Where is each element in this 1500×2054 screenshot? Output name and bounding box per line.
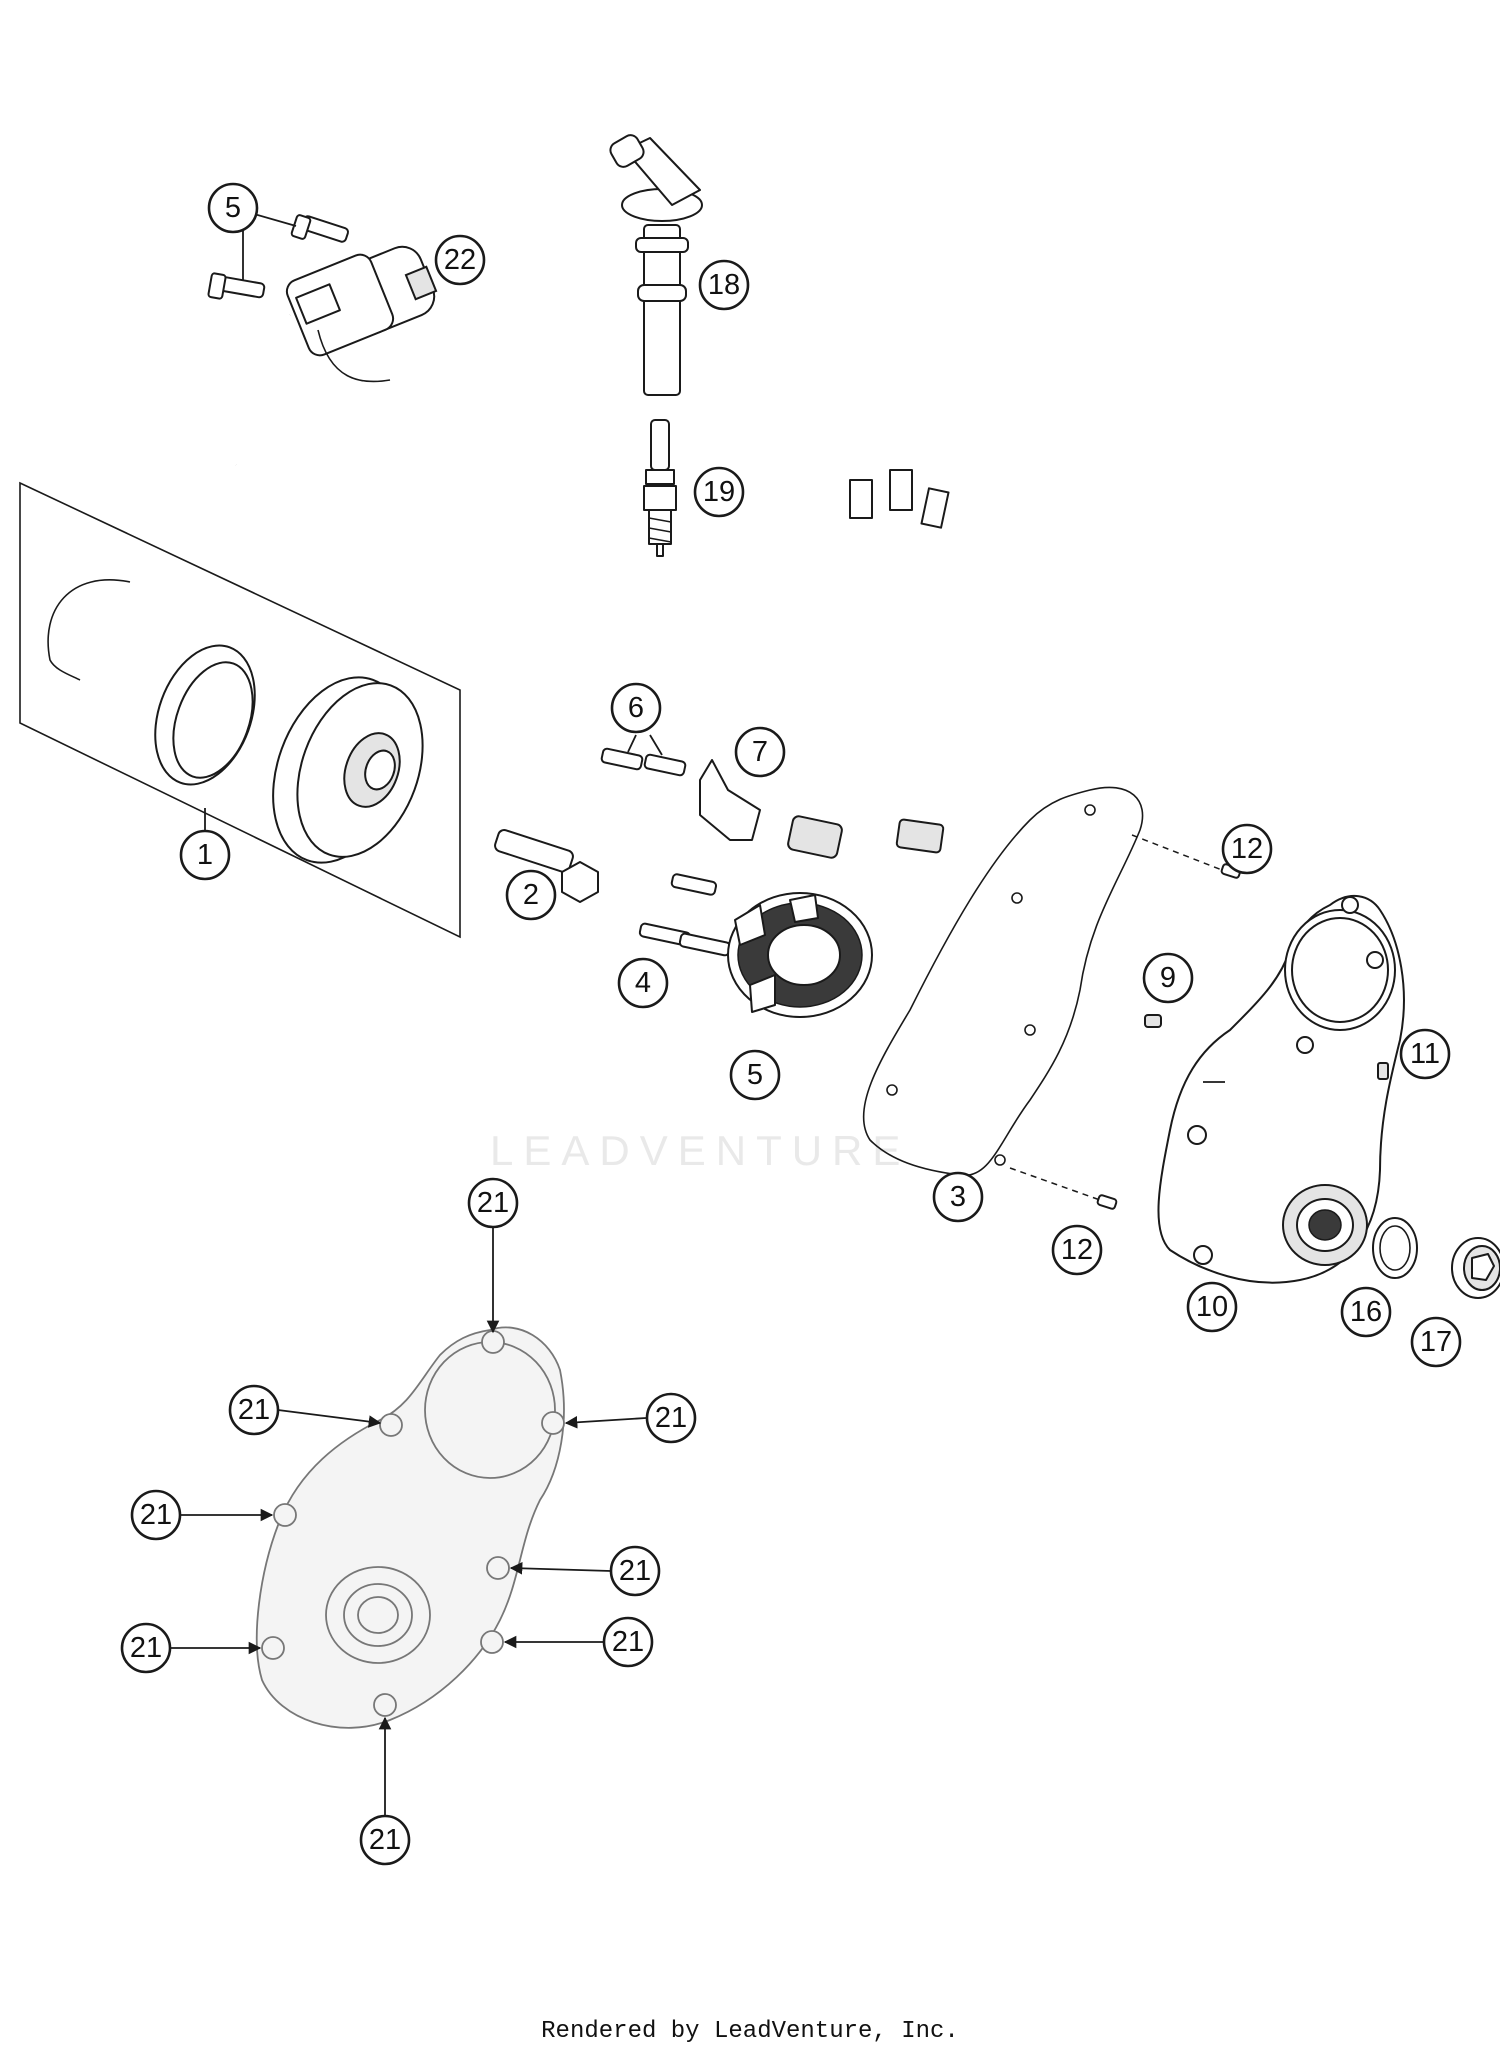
coil-bolt-upper xyxy=(290,214,349,243)
cable-bracket xyxy=(699,759,761,841)
svg-text:3: 3 xyxy=(950,1181,966,1213)
svg-text:9: 9 xyxy=(1160,962,1176,994)
callout-21-lower-left: 21 xyxy=(120,1622,172,1674)
cover-plug xyxy=(1144,1014,1162,1028)
callout-21-lower-right: 21 xyxy=(602,1616,654,1668)
callout-2: 2 xyxy=(505,869,557,921)
callout-17: 17 xyxy=(1410,1316,1462,1368)
generator-cover xyxy=(1157,895,1405,1284)
stator xyxy=(727,469,950,1018)
flywheel-bolt xyxy=(494,829,599,903)
stator-screws xyxy=(600,747,687,777)
flywheel-kit xyxy=(19,481,461,939)
callout-19: 19 xyxy=(693,466,745,518)
callout-8: 5 xyxy=(207,182,259,234)
svg-text:11: 11 xyxy=(1410,1038,1440,1070)
svg-text:10: 10 xyxy=(1196,1291,1228,1323)
footer-credit: Rendered by LeadVenture, Inc. xyxy=(541,2018,959,2045)
svg-text:21: 21 xyxy=(130,1632,162,1664)
callout-10: 10 xyxy=(1186,1281,1238,1333)
svg-text:1: 1 xyxy=(197,839,213,871)
svg-text:21: 21 xyxy=(619,1555,651,1587)
callout-21-upper-right: 21 xyxy=(645,1392,697,1444)
dowel-pin-lower xyxy=(1096,1194,1118,1210)
cover-screw-location-view xyxy=(255,1326,565,1729)
callout-3: 3 xyxy=(932,1171,984,1223)
callout-21-mid-left: 21 xyxy=(130,1489,182,1541)
svg-text:19: 19 xyxy=(703,476,735,508)
callout-22: 22 xyxy=(434,234,486,286)
callout-12-lower: 12 xyxy=(1051,1224,1103,1276)
svg-text:21: 21 xyxy=(140,1499,172,1531)
svg-text:4: 4 xyxy=(635,967,651,999)
svg-text:12: 12 xyxy=(1061,1234,1093,1266)
callout-16: 16 xyxy=(1340,1286,1392,1338)
callout-18: 18 xyxy=(698,259,750,311)
callout-21-upper-left: 21 xyxy=(228,1384,280,1436)
svg-text:21: 21 xyxy=(238,1394,270,1426)
callout-4: 4 xyxy=(617,957,669,1009)
svg-text:6: 6 xyxy=(628,692,644,724)
svg-text:7: 7 xyxy=(752,736,768,768)
watermark-text: LEADVENTURE xyxy=(490,1127,910,1174)
spark-plug xyxy=(643,419,677,557)
callout-5: 5 xyxy=(729,1049,781,1101)
svg-text:12: 12 xyxy=(1231,833,1263,865)
cover-cap xyxy=(1451,1237,1500,1299)
callout-21-mid-right: 21 xyxy=(609,1545,661,1597)
svg-text:21: 21 xyxy=(655,1402,687,1434)
callout-7: 7 xyxy=(734,726,786,778)
cover-screw xyxy=(1377,1062,1389,1080)
coil-bolt-lower xyxy=(207,272,266,300)
svg-text:21: 21 xyxy=(612,1626,644,1658)
callout-21-bottom: 21 xyxy=(359,1814,411,1866)
svg-text:2: 2 xyxy=(523,879,539,911)
svg-text:5: 5 xyxy=(225,192,241,224)
callout-21-top: 21 xyxy=(467,1177,519,1229)
callout-1: 1 xyxy=(179,829,231,881)
svg-text:18: 18 xyxy=(708,269,740,301)
svg-text:21: 21 xyxy=(369,1824,401,1856)
callout-12-upper: 12 xyxy=(1221,823,1273,875)
ignition-coil xyxy=(227,245,438,466)
spark-plug-cap xyxy=(609,134,703,396)
svg-text:21: 21 xyxy=(477,1187,509,1219)
o-ring xyxy=(1372,1217,1418,1279)
svg-text:5: 5 xyxy=(747,1059,763,1091)
svg-text:22: 22 xyxy=(444,244,476,276)
callout-11: 11 xyxy=(1399,1028,1451,1080)
stator-bolts xyxy=(638,873,731,957)
svg-text:16: 16 xyxy=(1350,1296,1382,1328)
callout-9: 9 xyxy=(1142,952,1194,1004)
svg-text:17: 17 xyxy=(1420,1326,1452,1358)
callout-6: 6 xyxy=(610,682,662,734)
